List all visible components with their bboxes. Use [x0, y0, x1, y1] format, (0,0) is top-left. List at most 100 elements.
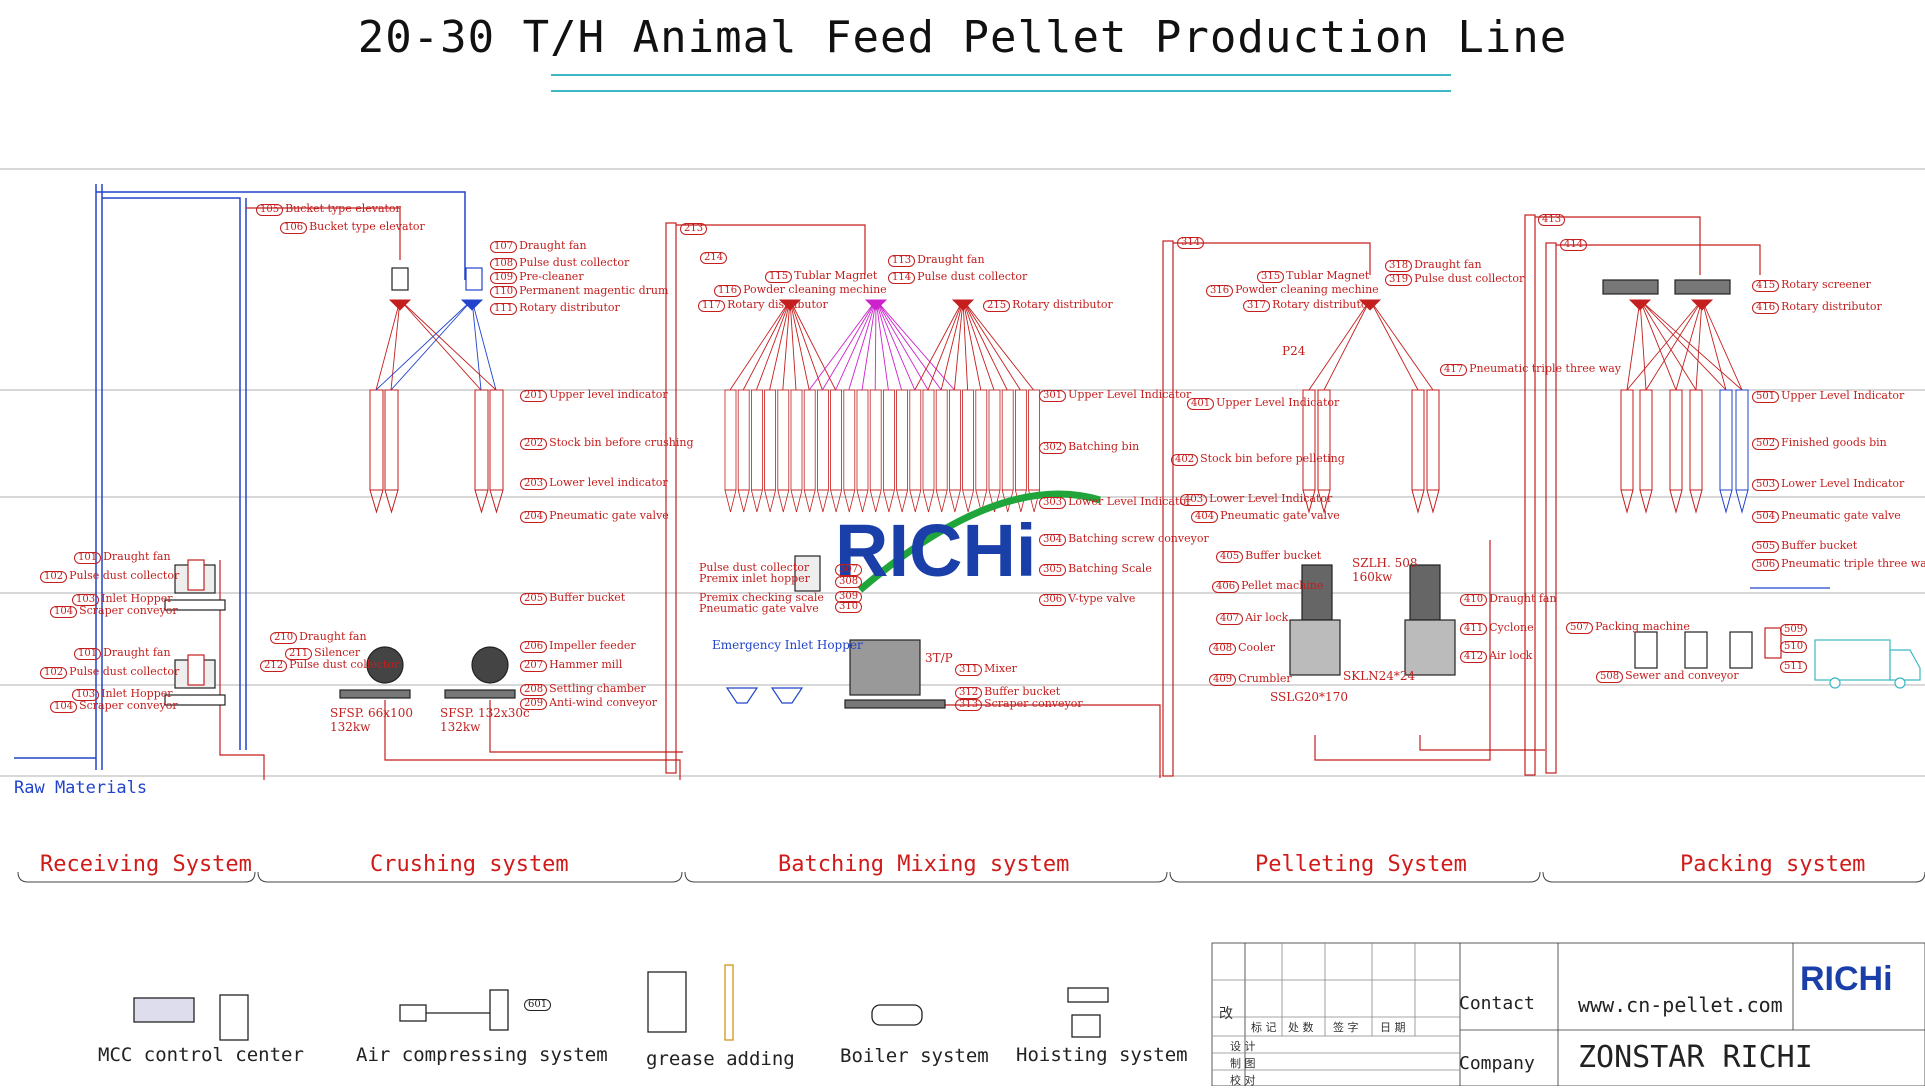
crushing-number-11: 205	[520, 593, 548, 605]
receiving-number-5: 102	[40, 667, 68, 679]
batching-number-8: 301	[1039, 390, 1067, 402]
crushing-number-8: 202	[520, 438, 548, 450]
mcc-control-center-label: MCC control center	[98, 1044, 304, 1066]
batching-bin-6	[803, 389, 816, 491]
pelleting-text-3: Rotary distributor	[1272, 298, 1373, 311]
mill-1-power: 132kw	[330, 720, 371, 734]
mill-2-model: SFSP. 132x30c	[440, 706, 530, 720]
crushing-bin-2	[474, 389, 489, 491]
finished-bin-0-cone	[1620, 489, 1634, 514]
batching-distributor-mid-line-9	[875, 299, 929, 391]
crushing-text-0: Bucket type elevator	[285, 202, 401, 215]
batching-distributor-right-line-1	[927, 299, 964, 391]
packing-text-7: Pneumatic gate valve	[1781, 509, 1901, 522]
batching-distributor-mid-line-7	[875, 299, 903, 391]
batching-distributor-mid	[808, 299, 955, 391]
pelleting-number-0: 314	[1177, 237, 1205, 249]
batching-bin-19-cone	[975, 489, 988, 513]
pelleting-text-17: Air lock	[1489, 649, 1533, 662]
pelleting-text-2: Powder cleaning mechine	[1235, 283, 1379, 296]
pellet-mill-power: 160kw	[1352, 570, 1393, 584]
crushing-number-13: 207	[520, 660, 548, 672]
batching-mixing-system-label: Batching Mixing system	[778, 852, 1070, 877]
batching-bin-23-cone	[1028, 489, 1041, 513]
batching-number-11: 304	[1039, 534, 1067, 546]
batching-number-18: 307	[835, 564, 863, 576]
batching-distributor-left-line-0	[729, 299, 791, 391]
batching-bin-12-cone	[882, 489, 895, 513]
batching-distributor-mid-line-8	[875, 299, 916, 391]
batching-number-24: 313	[955, 699, 983, 711]
batching-bin-9-cone	[843, 489, 856, 513]
batching-text-8: Upper Level Indicator	[1068, 388, 1192, 401]
crushing-bin-0	[369, 389, 384, 491]
batching-distributor-mid-line-0	[808, 299, 877, 391]
receiving-text-4: Draught fan	[103, 646, 171, 659]
mill-1-model: SFSP. 66x100	[330, 706, 413, 720]
receiving-text-6: Inlet Hopper	[101, 687, 173, 700]
crushing-distributor-right-line-3	[471, 299, 497, 391]
batching-bin-23	[1028, 389, 1040, 491]
batching-bin-4	[777, 389, 790, 491]
batching-bin-3-cone	[764, 489, 777, 513]
packing-label-14: 511	[1780, 660, 1809, 673]
receiving-text-0: Draught fan	[103, 550, 171, 563]
packing-text-6: Lower Level Indicator	[1781, 477, 1905, 490]
crushing-number-14: 208	[520, 684, 548, 696]
batching-text-15: Premix inlet hopper	[699, 572, 810, 585]
finished-bin-3	[1689, 389, 1703, 491]
contact-value: www.cn-pellet.com	[1578, 993, 1783, 1017]
pelleting-bin-1-cone	[1317, 489, 1331, 514]
crushing-text-3: Pulse dust collector	[519, 256, 630, 269]
pelleting-bin-3	[1426, 389, 1440, 491]
packing-distributor-left-line-1	[1639, 299, 1647, 391]
crushing-bin-0-cone	[369, 489, 384, 514]
batching-text-7: Rotary distributor	[1012, 298, 1113, 311]
packing-number-13: 510	[1780, 641, 1808, 653]
packing-text-10: Packing machine	[1595, 620, 1690, 633]
pelleting-text-18: Pneumatic triple three way	[1469, 362, 1621, 375]
batching-bin-22	[1015, 389, 1027, 491]
batching-label-21: 310	[835, 600, 864, 613]
receiving-number-7: 104	[50, 701, 78, 713]
crushing-distributor-left-line-2	[399, 299, 482, 391]
pelleting-number-13: 408	[1209, 643, 1237, 655]
pelleting-text-15: Draught fan	[1489, 592, 1557, 605]
batching-number-5: 116	[714, 285, 742, 297]
batching-distributor-right-line-2	[940, 299, 964, 391]
pelleting-text-12: Air lock	[1245, 611, 1289, 624]
pelleting-number-3: 317	[1243, 300, 1271, 312]
batching-text-13: V-type valve	[1068, 592, 1136, 605]
pelleting-system-label: Pelleting System	[1255, 852, 1467, 877]
receiving-number-1: 102	[40, 571, 68, 583]
pelleting-text-9: Pneumatic gate valve	[1220, 509, 1340, 522]
crushing-distributor-right-line-2	[471, 299, 482, 391]
company-value: ZONSTAR RICHI	[1578, 1040, 1813, 1075]
tb-mark-4: 日 期	[1380, 1021, 1406, 1034]
packing-distributor-left-line-3	[1639, 299, 1697, 391]
batching-number-21: 310	[835, 601, 863, 613]
batching-distributor-right	[914, 299, 1034, 391]
pelleting-text-1: Tublar Magnet	[1286, 269, 1370, 282]
receiving-text-2: Inlet Hopper	[101, 592, 173, 605]
